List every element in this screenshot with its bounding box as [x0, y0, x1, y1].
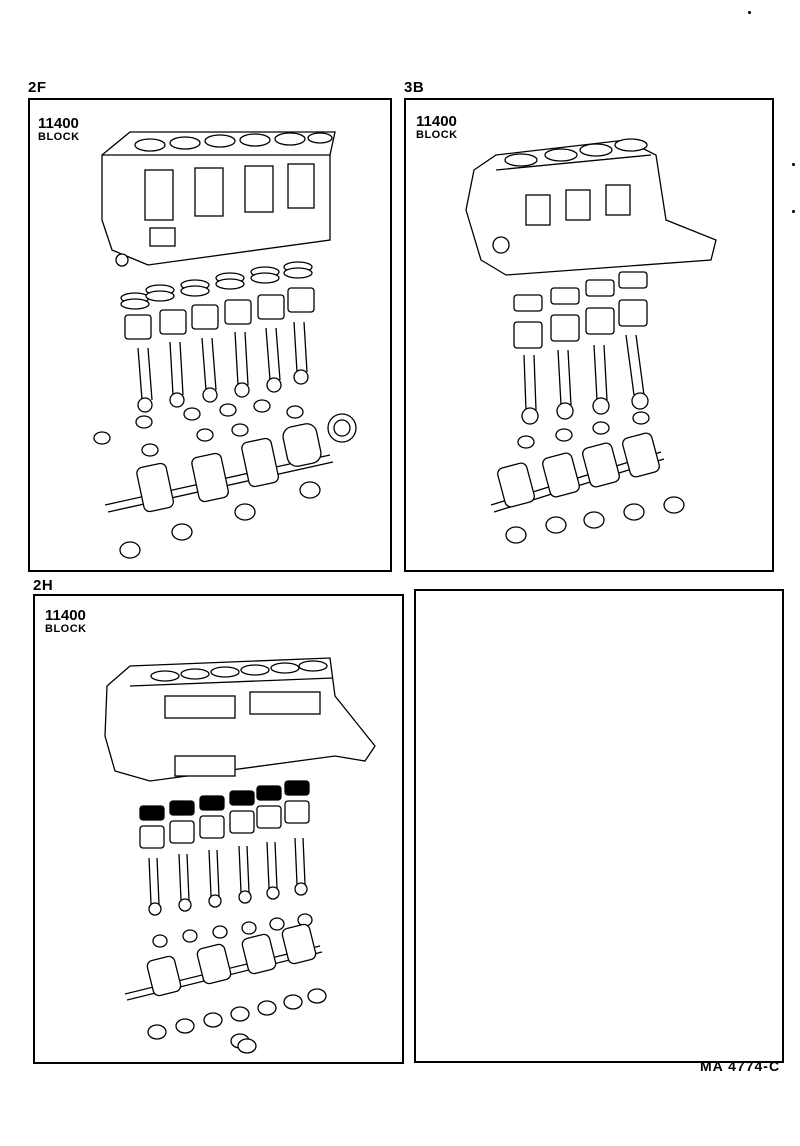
part-number: 11400	[38, 115, 79, 132]
engine-block-illustration	[104, 657, 376, 1054]
part-number: 11400	[416, 113, 457, 130]
scan-speck	[748, 11, 751, 14]
engine-block-illustration	[93, 131, 357, 559]
scan-speck	[792, 210, 795, 213]
engine-label-3b: 3B	[404, 79, 425, 96]
panel-2h: 11400 BLOCK	[33, 594, 404, 1064]
scan-speck	[792, 163, 795, 166]
part-name: BLOCK	[416, 129, 458, 141]
engine-label-2f: 2F	[28, 79, 47, 96]
panel-empty	[414, 589, 784, 1063]
part-name: BLOCK	[45, 623, 87, 635]
engine-label-2h: 2H	[33, 577, 54, 594]
engine-block-illustration	[465, 138, 717, 544]
part-name: BLOCK	[38, 131, 80, 143]
panel-2f: 11400 BLOCK	[28, 98, 392, 572]
panel-3b: 11400 BLOCK	[404, 98, 774, 572]
diagram-reference-code: MA 4774-C	[700, 1058, 781, 1074]
part-number: 11400	[45, 607, 86, 624]
